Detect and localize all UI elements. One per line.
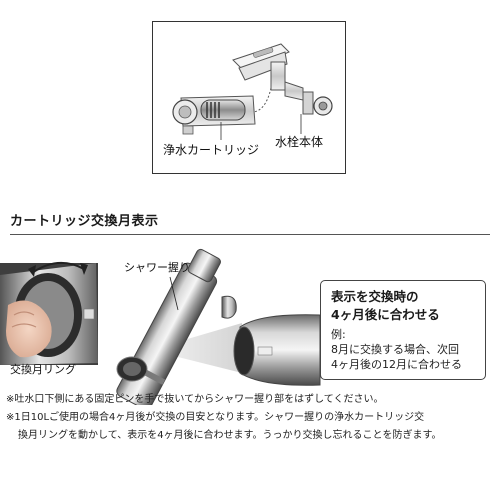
exchange-ring-label: 交換月リング <box>10 363 76 376</box>
callout-heading-line1: 表示を交換時の <box>331 289 419 304</box>
faucet-diagram-frame: 浄水カートリッジ 水栓本体 <box>152 21 346 174</box>
hand-rotating-ring-closeup <box>0 263 98 365</box>
shower-grip-label: シャワー握り <box>124 261 190 274</box>
cartridge-label: 浄水カートリッジ <box>163 143 260 157</box>
callout-box: 表示を交換時の 4ヶ月後に合わせる 例: 8月に交換する場合、次回 4ヶ月後の1… <box>320 280 486 380</box>
note-replacement-line2: 換月リングを動かして、表示を4ヶ月後に合わせます。うっかり交換し忘れることを防ぎ… <box>18 430 442 441</box>
product-photo <box>0 248 321 405</box>
section-title: カートリッジ交換月表示 <box>10 214 159 229</box>
callout-example-line2: 4ヶ月後の12月に合わせる <box>331 358 462 371</box>
zoom-beam <box>150 323 242 373</box>
faucet-body-label: 水栓本体 <box>275 135 324 149</box>
callout-example-line1: 8月に交換する場合、次回 <box>331 343 459 356</box>
callout-example-label: 例: <box>331 328 346 341</box>
note-replacement-line1: ※1日10Lご使用の場合4ヶ月後が交換の目安となります。シャワー握りの浄水カート… <box>6 412 425 423</box>
ring-closeup <box>233 314 321 386</box>
rotate-arrow-icon <box>31 262 85 274</box>
section-divider <box>10 234 490 235</box>
rotate-arrow-left-head-icon <box>28 265 36 277</box>
callout-heading-line2: 4ヶ月後に合わせる <box>331 307 440 322</box>
rotate-arrow-right-head-icon <box>80 263 88 275</box>
shower-grip-leader <box>169 276 179 311</box>
note-fixing-pin: ※吐水口下側にある固定ピンを手で抜いてからシャワー握り部をはずしてください。 <box>6 394 384 405</box>
faucet-diagram-illustration <box>172 43 333 140</box>
